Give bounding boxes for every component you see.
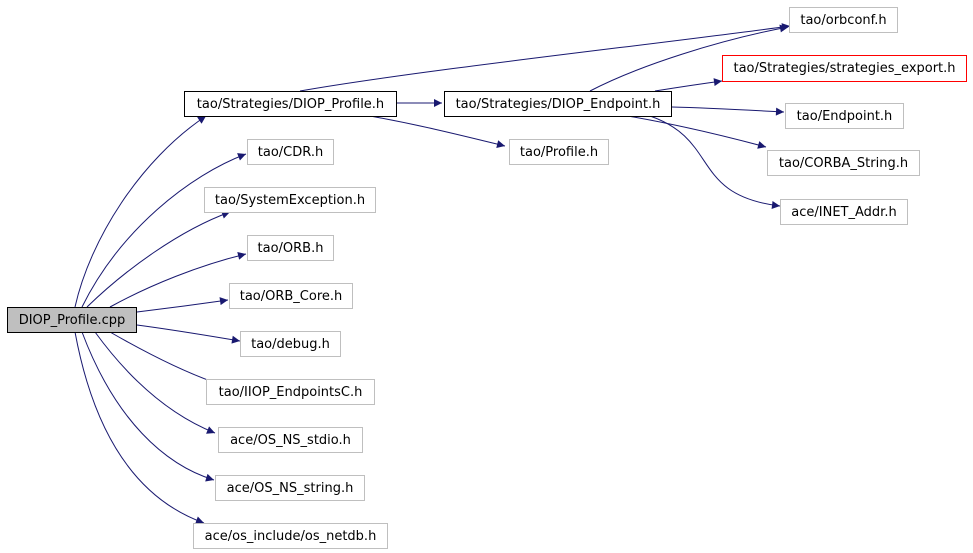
node-corba-string-h[interactable]: tao/CORBA_String.h <box>767 150 920 176</box>
node-inet-addr-h[interactable]: ace/INET_Addr.h <box>780 199 908 225</box>
node-iiop-endpointsc-h[interactable]: tao/IIOP_EndpointsC.h <box>206 379 375 405</box>
edge-root-to-os-ns-stdio <box>94 331 216 434</box>
edge-root-to-os-netdb <box>74 331 205 525</box>
node-diop-profile-h[interactable]: tao/Strategies/DIOP_Profile.h <box>184 91 397 117</box>
node-endpoint-h[interactable]: tao/Endpoint.h <box>785 103 904 129</box>
node-cdr-h[interactable]: tao/CDR.h <box>247 139 334 165</box>
node-system-exception-h[interactable]: tao/SystemException.h <box>204 187 376 213</box>
edge-root-to-os-ns-string <box>81 331 215 482</box>
node-os-ns-stdio-h[interactable]: ace/OS_NS_stdio.h <box>218 427 363 453</box>
edge-root-to-iiop-endpointsc <box>109 331 226 388</box>
edge-root-to-cdr <box>81 153 247 308</box>
edge-diop-profile-h-to-orbconf <box>299 23 791 92</box>
node-os-netdb-h[interactable]: ace/os_include/os_netdb.h <box>193 523 388 549</box>
node-diop-profile-cpp[interactable]: DIOP_Profile.cpp <box>7 307 137 333</box>
node-orb-core-h[interactable]: tao/ORB_Core.h <box>229 283 353 309</box>
node-orbconf-h[interactable]: tao/orbconf.h <box>789 7 898 33</box>
edge-diop-endpoint-h-to-orbconf <box>589 24 789 92</box>
edge-root-to-orb <box>109 251 247 308</box>
node-strategies-export-h[interactable]: tao/Strategies/strategies_export.h <box>722 55 967 82</box>
edge-diop-endpoint-h-to-strategies-export <box>654 78 723 92</box>
edge-root-to-system-exception <box>86 210 231 308</box>
edge-root-to-orb-core <box>136 297 229 313</box>
edge-diop-endpoint-h-to-inet-addr <box>649 115 781 209</box>
edge-diop-endpoint-h-to-endpoint <box>671 106 785 116</box>
edge-root-to-diop-profile-h <box>74 115 207 308</box>
node-profile-h[interactable]: tao/Profile.h <box>509 139 609 165</box>
edge-root-to-debug <box>136 324 241 344</box>
edge-diop-endpoint-h-to-corba-string <box>627 115 767 149</box>
node-orb-h[interactable]: tao/ORB.h <box>247 235 334 261</box>
node-diop-endpoint-h[interactable]: tao/Strategies/DIOP_Endpoint.h <box>444 91 672 117</box>
edge-diop-profile-h-to-profile <box>369 115 506 148</box>
node-os-ns-string-h[interactable]: ace/OS_NS_string.h <box>215 475 365 501</box>
node-debug-h[interactable]: tao/debug.h <box>240 331 341 357</box>
